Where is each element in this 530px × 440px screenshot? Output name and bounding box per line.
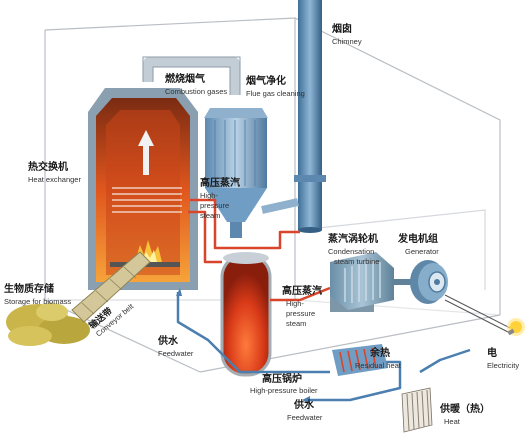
power-line xyxy=(444,294,511,333)
electricity-label-en: Electricity xyxy=(487,361,519,370)
light-bulb xyxy=(507,318,525,336)
residual-heat-label-cn: 余热 xyxy=(369,346,390,359)
feedwater-arrow-left xyxy=(302,396,310,404)
feedwater-left-label-en: Feedwater xyxy=(158,349,194,358)
heat-radiator xyxy=(401,387,433,433)
generator xyxy=(410,260,448,304)
boiler-label-cn: 高压锅炉 xyxy=(262,372,302,385)
heat-exchanger-label-en: Heat exchanger xyxy=(28,175,81,184)
label-high-pressure-steam-top: 高压蒸汽 High- pressure steam xyxy=(200,176,240,220)
turbine-label-en1: Condensation xyxy=(328,247,374,256)
generator-label-cn: 发电机组 xyxy=(397,232,438,245)
hp-steam-top-label-en3: steam xyxy=(200,211,220,220)
hp-steam-top-label-cn: 高压蒸汽 xyxy=(200,176,240,189)
flue-gas-cleaning-label-en: Flue gas cleaning xyxy=(246,89,305,98)
heat-exchanger-label-cn: 热交换机 xyxy=(28,160,68,173)
hp-steam-top-label-en1: High- xyxy=(200,191,218,200)
combustion-gas-duct-outline xyxy=(142,56,241,95)
label-high-pressure-steam-mid: 高压蒸汽 High- pressure steam xyxy=(282,284,322,328)
label-electricity: 电 Electricity xyxy=(487,346,519,370)
label-feedwater-left: 供水 Feedwater xyxy=(157,334,194,358)
label-heat: 供暖（热） Heat xyxy=(439,402,490,426)
label-heat-exchanger: 热交换机 Heat exchanger xyxy=(28,160,81,184)
biomass-storage-pile xyxy=(6,303,90,346)
furnace xyxy=(88,88,198,290)
label-residual-heat: 余热 Residual heat xyxy=(355,346,402,370)
high-pressure-boiler-drum xyxy=(220,252,272,377)
condensation-steam-turbine xyxy=(330,252,412,312)
turbine-label-en2: steam turbine xyxy=(334,257,379,266)
chimney-label-en: Chimney xyxy=(332,37,362,46)
feedwater-bottom-label-cn: 供水 xyxy=(293,398,315,411)
label-feedwater-bottom: 供水 Feedwater xyxy=(287,398,323,422)
heat-label-en: Heat xyxy=(444,417,461,426)
chimney-label-cn: 烟囱 xyxy=(332,22,352,35)
label-flue-gas-cleaning: 烟气净化 Flue gas cleaning xyxy=(246,74,305,98)
flue-gas-cleaning-label-cn: 烟气净化 xyxy=(246,74,286,87)
label-chimney: 烟囱 Chimney xyxy=(332,22,362,46)
residual-heat-condenser xyxy=(332,344,388,376)
label-storage-biomass: 生物质存储 Storage for biomass xyxy=(4,282,71,306)
hp-steam-mid-label-en1: High- xyxy=(286,299,304,308)
flue-gas-cleaning-unit xyxy=(204,108,299,238)
conveyor-belt xyxy=(71,251,151,323)
generator-label-en: Generator xyxy=(405,247,439,256)
label-condensation-turbine: 蒸汽涡轮机 Condensation steam turbine xyxy=(328,232,379,266)
hp-steam-mid-label-en2: pressure xyxy=(286,309,315,318)
feedwater-pipes xyxy=(176,292,471,402)
storage-label-cn: 生物质存储 xyxy=(4,282,54,295)
feedwater-bottom-label-en: Feedwater xyxy=(287,413,323,422)
turbine-label-cn: 蒸汽涡轮机 xyxy=(328,232,378,245)
steam-pipes xyxy=(188,198,331,302)
storage-label-en: Storage for biomass xyxy=(4,297,71,306)
hp-steam-mid-label-en3: steam xyxy=(286,319,306,328)
combustion-gas-duct xyxy=(143,57,240,95)
hp-steam-mid-label-cn: 高压蒸汽 xyxy=(282,284,322,297)
residual-heat-label-en: Residual heat xyxy=(355,361,402,370)
hp-steam-top-label-en2: pressure xyxy=(200,201,229,210)
label-combustion-gases: 燃烧烟气 Combustion gases xyxy=(165,72,227,96)
electricity-label-cn: 电 xyxy=(487,346,497,359)
feedwater-left-label-cn: 供水 xyxy=(157,334,179,347)
combustion-gases-label-en: Combustion gases xyxy=(165,87,227,96)
combustion-gases-label-cn: 燃烧烟气 xyxy=(165,72,205,85)
heat-label-cn: 供暖（热） xyxy=(439,402,490,415)
label-high-pressure-boiler: 高压锅炉 High-pressure boiler xyxy=(250,372,318,395)
feedwater-arrow-up xyxy=(176,288,182,296)
label-generator: 发电机组 Generator xyxy=(397,232,439,256)
chimney xyxy=(294,0,326,233)
boiler-label-en: High-pressure boiler xyxy=(250,386,318,395)
